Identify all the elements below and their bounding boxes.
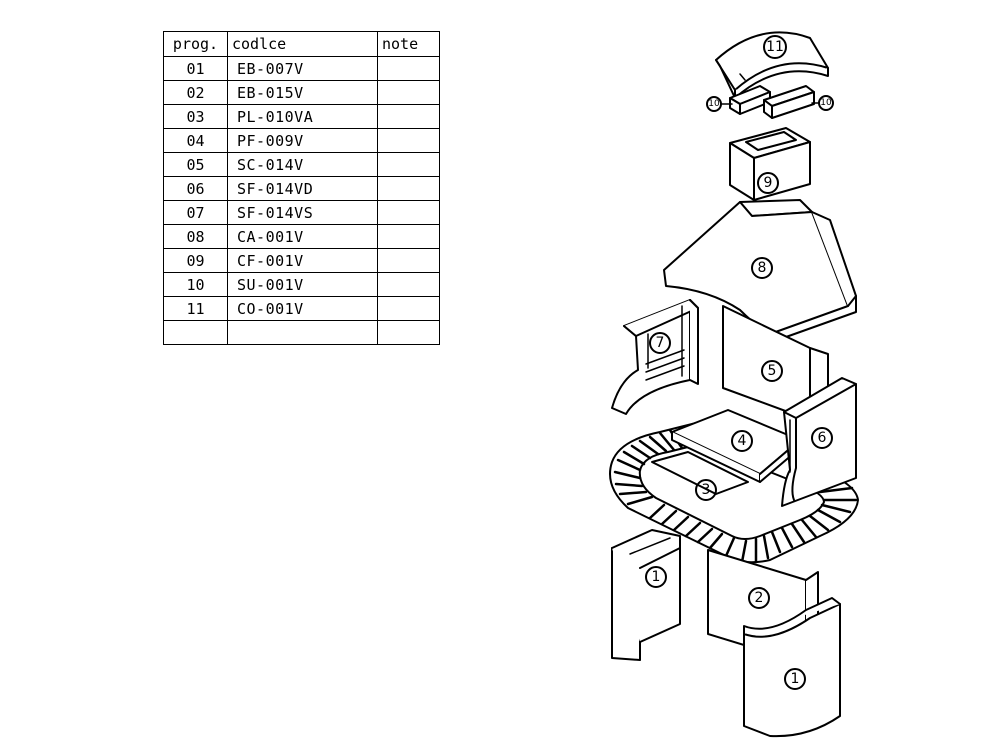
cell-code: PF-009V [227, 128, 378, 153]
cell-note [377, 200, 440, 225]
table-header-row: prog. codlce note [163, 31, 440, 57]
part-9-collar: 9 [729, 127, 811, 201]
cell-code: SF-014VS [227, 200, 378, 225]
cell-note [377, 320, 440, 345]
callout-11 [763, 35, 787, 59]
header-prog: prog. [163, 31, 228, 57]
callout-8-label: 8 [758, 260, 767, 276]
part-10-bars: 10 10 [706, 85, 834, 119]
callout-11-label: 11 [766, 39, 784, 55]
cell-code: SU-001V [227, 272, 378, 297]
part-1-front-leg: 1 [743, 597, 841, 738]
callout-1-left [645, 566, 667, 588]
callout-8 [751, 257, 773, 279]
callout-1-front-label: 1 [791, 671, 800, 687]
cell-note [377, 80, 440, 105]
part-8-hood: 8 [663, 199, 857, 343]
cell-note [377, 56, 440, 81]
callout-10-left-label: 10 [708, 99, 720, 109]
cell-note [377, 296, 440, 321]
cell-prog: 01 [163, 56, 228, 81]
cell-prog: 04 [163, 128, 228, 153]
cell-code: PL-010VA [227, 104, 378, 129]
part-7-left-panel: 7 [611, 299, 699, 415]
cell-prog: 08 [163, 224, 228, 249]
cell-prog: 07 [163, 200, 228, 225]
cell-note [377, 104, 440, 129]
callout-7 [649, 332, 671, 354]
cell-code: SC-014V [227, 152, 378, 177]
callout-6 [811, 427, 833, 449]
table-row [163, 320, 440, 345]
cell-code: CA-001V [227, 224, 378, 249]
callout-7-label: 7 [656, 335, 665, 351]
callout-10-left [706, 96, 722, 112]
part-11-cap: 11 [715, 31, 829, 99]
callout-2-label: 2 [755, 590, 764, 606]
callout-1-left-label: 1 [652, 569, 661, 585]
cell-prog: 02 [163, 80, 228, 105]
cell-code: CF-001V [227, 248, 378, 273]
callout-5 [761, 360, 783, 382]
callout-4 [731, 430, 753, 452]
callout-9-label: 9 [764, 175, 773, 191]
cell-prog [163, 320, 228, 345]
cell-code: CO-001V [227, 296, 378, 321]
callout-2 [748, 587, 770, 609]
part-1-left-leg: 1 [611, 529, 681, 661]
callout-4-label: 4 [738, 433, 747, 449]
cell-prog: 03 [163, 104, 228, 129]
cell-code [227, 320, 378, 345]
part-6-right-panel: 6 [781, 377, 857, 507]
header-code: codlce [227, 31, 378, 57]
callout-1-front [784, 668, 806, 690]
callout-10-right [818, 95, 834, 111]
callout-6-label: 6 [818, 430, 827, 446]
callout-5-label: 5 [768, 363, 777, 379]
cell-prog: 10 [163, 272, 228, 297]
cell-note [377, 128, 440, 153]
callout-10-right-label: 10 [820, 98, 832, 108]
callout-9 [757, 172, 779, 194]
